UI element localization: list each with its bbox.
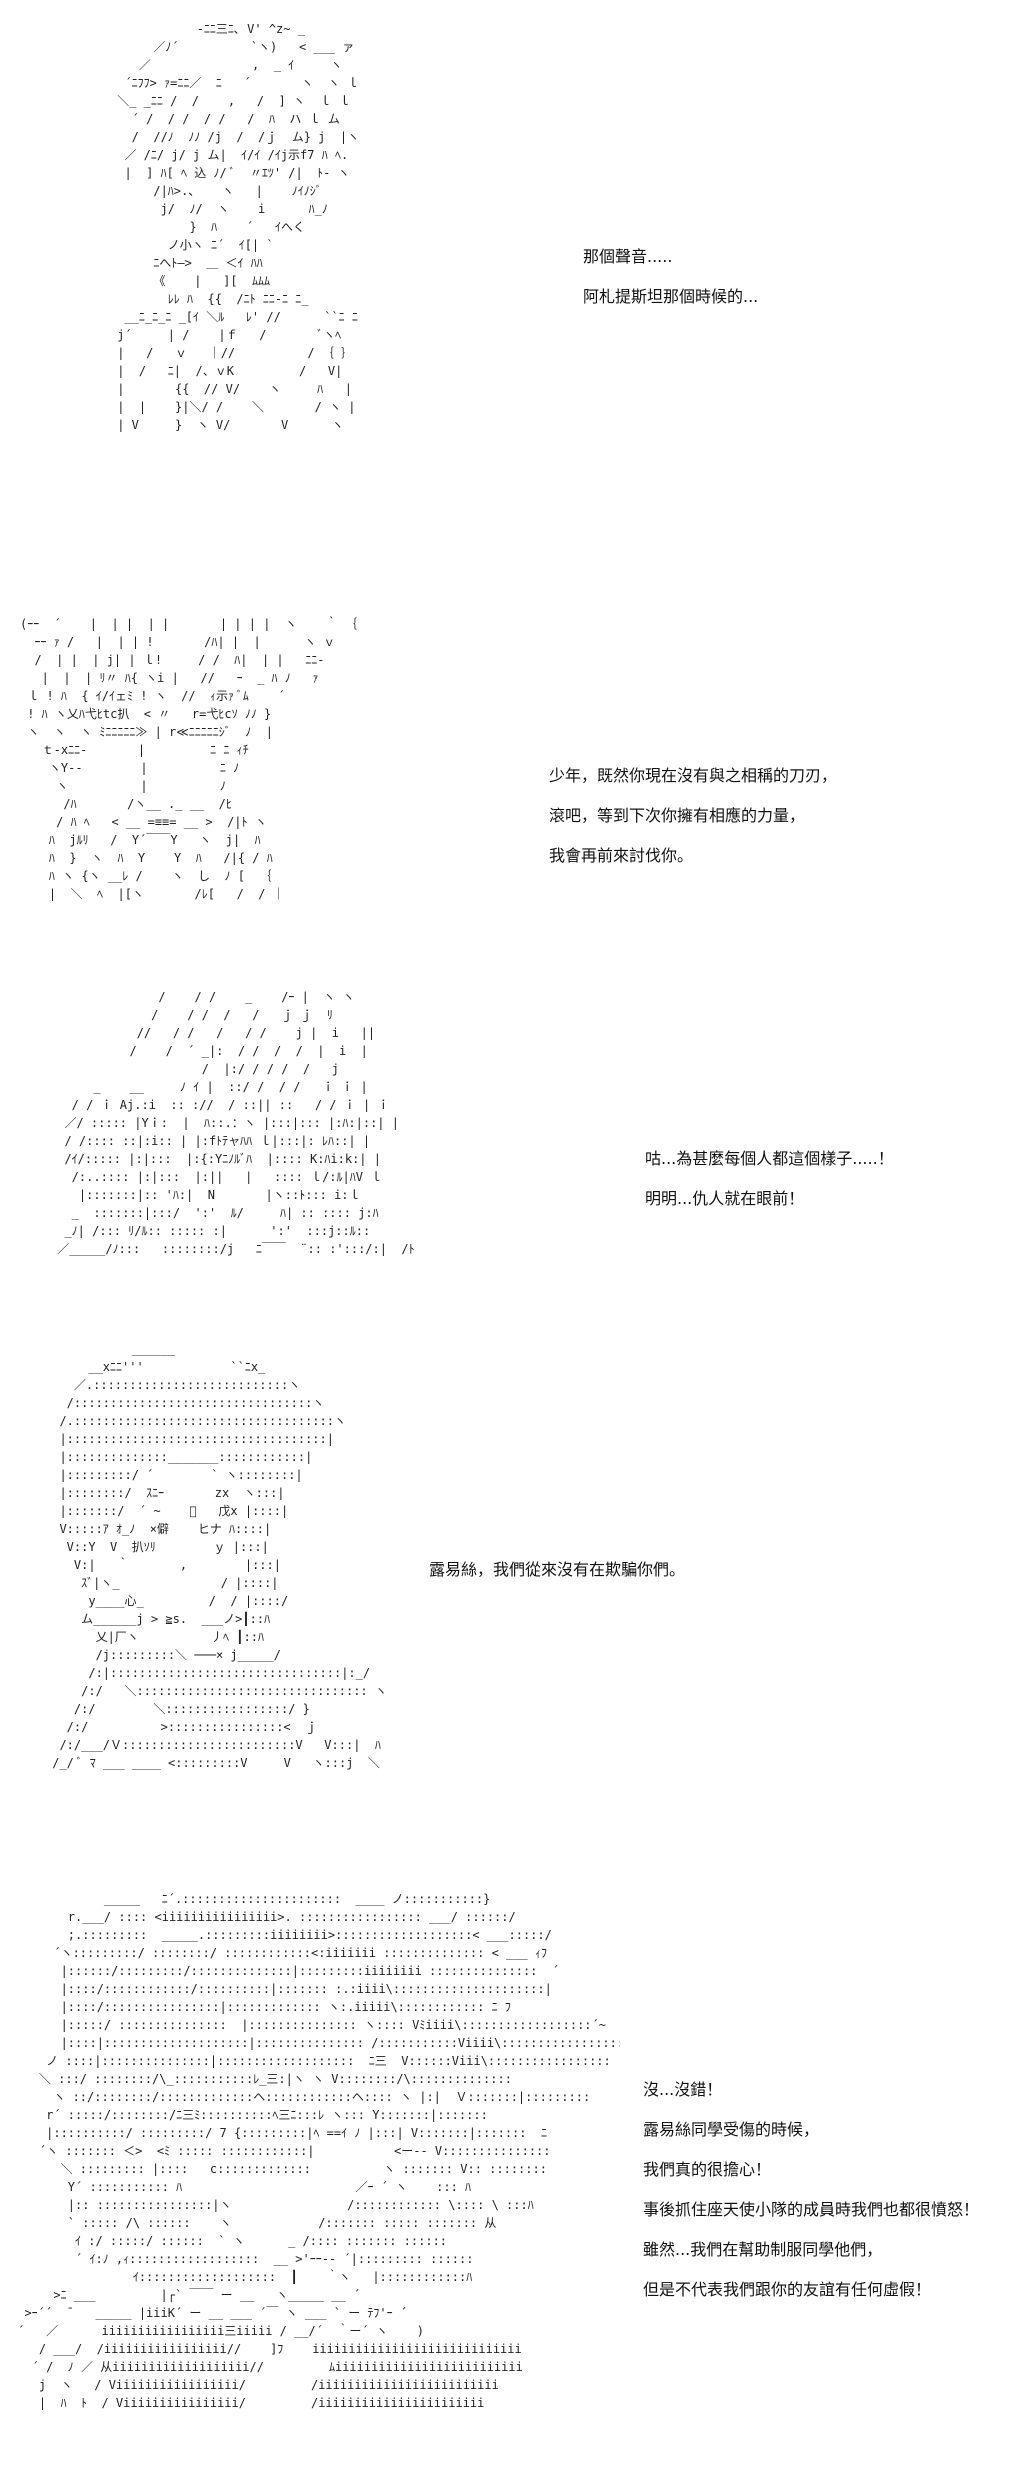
ascii-art-4: ______ __xﾆﾆ''' ``ﾆx_ ／.::::::::::::::::… bbox=[52, 1342, 387, 1770]
ascii-art-5: _____ ﾆ´.:::::::::::::::::::::: ____ ノ::… bbox=[17, 1892, 620, 2410]
dialogue-line: 阿札提斯坦那個時候的... bbox=[583, 287, 759, 306]
caption-5: 沒...沒錯！ 露易絲同學受傷的時候， 我們真的很擔心！ 事後抓住座天使小隊的成… bbox=[643, 2082, 979, 2322]
dialogue-line: 我們真的很擔心！ bbox=[643, 2160, 772, 2179]
panel-5: _____ ﾆ´.:::::::::::::::::::::: ____ ノ::… bbox=[0, 1880, 1024, 2481]
panel-4: ______ __xﾆﾆ''' ``ﾆx_ ／.::::::::::::::::… bbox=[0, 1320, 1024, 1880]
dialogue-line: 露易絲同學受傷的時候， bbox=[643, 2120, 820, 2139]
panel-3: / / / _ /ｰ | ヽ ヽ / / / / / ｊ ｊ ﾘ // / / … bbox=[0, 960, 1024, 1320]
dialogue-line: 但是不代表我們跟你的友誼有任何虛假！ bbox=[643, 2280, 932, 2299]
caption-4: 露易絲，我們從來沒有在欺騙你們。 bbox=[429, 1562, 685, 1602]
dialogue-line: 雖然...我們在幫助制服同學他們， bbox=[643, 2240, 883, 2259]
dialogue-line: 事後抓住座天使小隊的成員時我們也都很憤怒！ bbox=[643, 2200, 980, 2219]
panel-1: -ﾆﾆ三ﾆ､ V' ^z~ _ ／ﾉ´ `ヽ) < ___ ァ ／ , _ ｲ … bbox=[0, 0, 1024, 600]
panel-2: (ｰｰ ´ | | | | | | | | | ヽ ｀ ｛ ｰｰ ｧ / | |… bbox=[0, 600, 1024, 960]
ascii-art-1: -ﾆﾆ三ﾆ､ V' ^z~ _ ／ﾉ´ `ヽ) < ___ ァ ／ , _ ｲ … bbox=[117, 22, 360, 432]
dialogue-line: 咕...為甚麼每個人都這個樣子.....！ bbox=[645, 1149, 894, 1168]
dialogue-line: 露易絲，我們從來沒有在欺騙你們。 bbox=[429, 1560, 686, 1579]
ascii-art-3: / / / _ /ｰ | ヽ ヽ / / / / / ｊ ｊ ﾘ // / / … bbox=[57, 990, 415, 1256]
ascii-art-2: (ｰｰ ´ | | | | | | | | | ヽ ｀ ｛ ｰｰ ｧ / | |… bbox=[20, 617, 357, 901]
dialogue-line: 沒...沒錯！ bbox=[643, 2080, 723, 2099]
dialogue-line: 滾吧，等到下次你擁有相應的力量， bbox=[549, 806, 806, 825]
dialogue-line: 那個聲音..... bbox=[583, 247, 673, 266]
dialogue-line: 少年，既然你現在沒有與之相稱的刀刃， bbox=[549, 766, 838, 785]
caption-1: 那個聲音..... 阿札提斯坦那個時候的... bbox=[583, 249, 758, 329]
caption-2: 少年，既然你現在沒有與之相稱的刀刃， 滾吧，等到下次你擁有相應的力量， 我會再前… bbox=[549, 768, 837, 888]
dialogue-line: 我會再前來討伐你。 bbox=[549, 846, 694, 865]
caption-3: 咕...為甚麼每個人都這個樣子.....！ 明明...仇人就在眼前！ bbox=[645, 1151, 894, 1231]
dialogue-line: 明明...仇人就在眼前！ bbox=[645, 1189, 805, 1208]
